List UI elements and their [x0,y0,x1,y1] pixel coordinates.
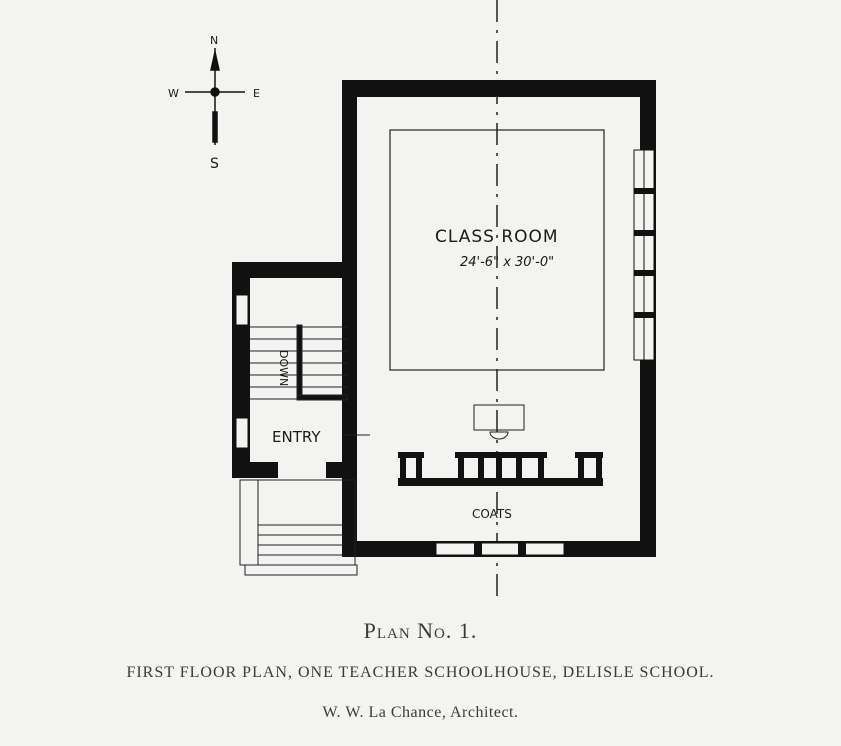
entrance-steps [239,479,358,576]
coats-label: COATS [472,507,512,521]
plan-subtitle: FIRST FLOOR PLAN, ONE TEACHER SCHOOLHOUS… [126,664,715,681]
window-east [633,149,655,361]
window-south [435,542,565,556]
interior-stair [250,324,348,401]
compass-west: W [168,87,179,100]
compass-icon [185,48,245,145]
classroom-label: CLASS ROOM [435,227,559,247]
teacher-desk [473,404,525,431]
compass-south: S [210,156,219,172]
classroom-outline [389,129,605,371]
entry-walls [232,262,357,478]
compass-north: N [210,34,218,47]
entry-label: ENTRY [272,428,321,446]
teacher-chair [489,431,509,440]
window-entry-upper [235,294,249,326]
compass-east: E [253,87,260,100]
classroom-dimensions: 24'-6" x 30'-0" [460,255,554,270]
window-entry-lower [235,417,249,449]
architect-credit: W. W. La Chance, Architect. [322,704,519,721]
coat-cabinets [398,452,603,486]
stair-down-label: DOWN [277,350,290,386]
plan-title: Plan No. 1. [363,618,478,643]
